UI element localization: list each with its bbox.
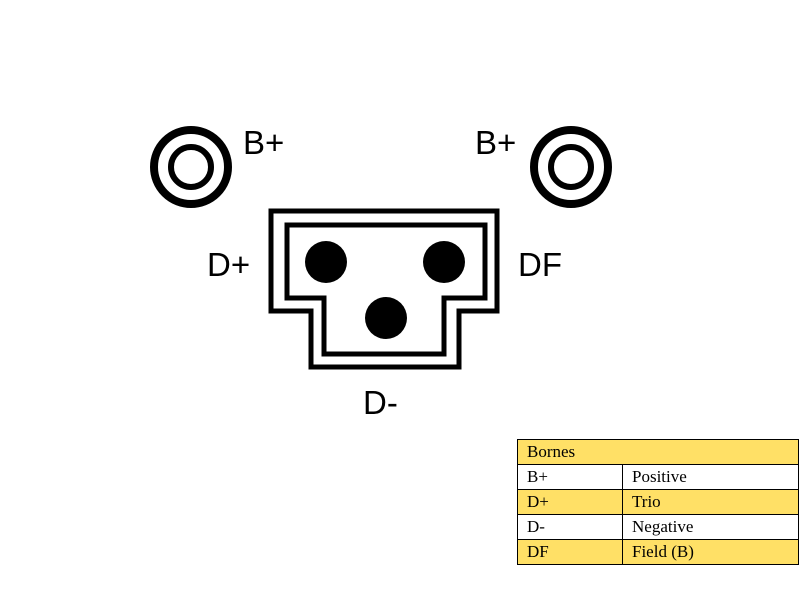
d-plus-label: D+ xyxy=(207,246,250,283)
terminal-legend-table: Bornes B+ Positive D+ Trio D- Negative D… xyxy=(517,439,799,565)
b-plus-right-outer-ring xyxy=(530,126,612,208)
legend-code: DF xyxy=(517,539,623,565)
legend-meaning: Negative xyxy=(622,514,799,540)
legend-meaning: Positive xyxy=(622,464,799,490)
legend-row-b-plus: B+ Positive xyxy=(517,464,799,490)
legend-meaning: Field (B) xyxy=(622,539,799,565)
legend-row-d-minus: D- Negative xyxy=(517,514,799,540)
legend-title-row: Bornes xyxy=(517,439,799,465)
legend-title: Bornes xyxy=(517,439,799,465)
df-label: DF xyxy=(518,246,562,283)
plug-housing-inner xyxy=(284,222,488,357)
plug-housing-outer xyxy=(268,208,500,370)
b-plus-left-inner-ring xyxy=(168,144,214,190)
b-plus-left-label: B+ xyxy=(243,124,284,161)
legend-code: D+ xyxy=(517,489,623,515)
legend-code: B+ xyxy=(517,464,623,490)
d-minus-label: D- xyxy=(363,384,398,421)
legend-row-d-plus: D+ Trio xyxy=(517,489,799,515)
d-minus-pin xyxy=(365,297,407,339)
b-plus-left-outer-ring xyxy=(150,126,232,208)
legend-meaning: Trio xyxy=(622,489,799,515)
b-plus-left-terminal xyxy=(150,126,232,208)
df-pin xyxy=(423,241,465,283)
legend-code: D- xyxy=(517,514,623,540)
b-plus-right-terminal xyxy=(530,126,612,208)
d-plus-pin xyxy=(305,241,347,283)
b-plus-right-label: B+ xyxy=(475,124,516,161)
b-plus-right-inner-ring xyxy=(548,144,594,190)
legend-row-df: DF Field (B) xyxy=(517,539,799,565)
